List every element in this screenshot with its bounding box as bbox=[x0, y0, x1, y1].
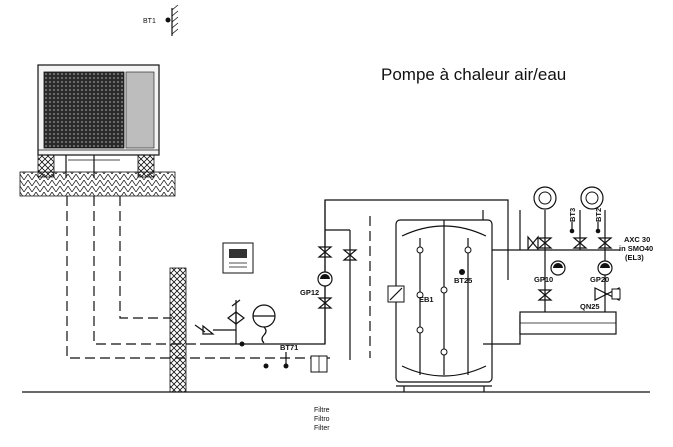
storage-tank: BT25 EB1 bbox=[387, 219, 493, 392]
axc-module-label: AXC 30 in SMO40 (EL3) bbox=[619, 235, 653, 262]
pump-gp12: GP12 bbox=[300, 246, 333, 309]
bt3-label: BT3 bbox=[568, 208, 577, 222]
loop1-valve-a bbox=[527, 235, 539, 251]
loop2-valve-b bbox=[597, 237, 613, 249]
filter: Filtre Filtro Filter bbox=[310, 355, 330, 432]
gp12-label: GP12 bbox=[300, 288, 319, 297]
safety-valve-group bbox=[194, 299, 245, 347]
indoor-controller-display bbox=[222, 242, 254, 274]
gp20-label: GP20 bbox=[590, 275, 609, 284]
bt71-label: BT71 bbox=[280, 343, 298, 352]
filter-label-it: Filtro bbox=[314, 416, 330, 423]
underground-cable bbox=[119, 196, 172, 319]
axc-line3: (EL3) bbox=[625, 253, 644, 262]
outdoor-sensor-bt1: BT1 bbox=[143, 4, 179, 36]
bt2-label: BT2 bbox=[594, 208, 603, 222]
filter-label-en: Filter bbox=[314, 425, 330, 432]
loop1-valve-c bbox=[537, 289, 553, 301]
underground-pipe-return bbox=[66, 196, 330, 359]
mixing-valve-qn25: QN25 bbox=[580, 287, 621, 311]
heating-coil-1 bbox=[533, 186, 557, 210]
sensor-bt3: BT3 bbox=[568, 208, 577, 234]
pump-gp20: GP20 bbox=[590, 260, 613, 284]
axc-line2: in SMO40 bbox=[619, 244, 653, 253]
heating-coil-2 bbox=[580, 186, 604, 210]
diagram-title: Pompe à chaleur air/eau bbox=[381, 65, 566, 84]
loop1-valve-b bbox=[537, 237, 553, 249]
expansion-vessel bbox=[252, 304, 276, 344]
bypass-valve bbox=[342, 249, 358, 261]
wall bbox=[169, 267, 187, 393]
bt25-label: BT25 bbox=[454, 276, 472, 285]
underground-pipe-flow bbox=[93, 196, 200, 345]
loop2-valve-a bbox=[572, 237, 588, 249]
qn25-label: QN25 bbox=[580, 302, 600, 311]
bt1-label: BT1 bbox=[143, 18, 156, 25]
sensor-bt2: BT2 bbox=[594, 208, 603, 234]
pump-gp10: GP10 bbox=[534, 260, 566, 284]
axc-line1: AXC 30 bbox=[624, 235, 650, 244]
filter-label-fr: Filtre bbox=[314, 407, 330, 414]
sensor-bt71: BT71 bbox=[263, 343, 298, 369]
ground-slab bbox=[19, 171, 176, 197]
outdoor-heat-pump-unit bbox=[37, 64, 160, 178]
gp10-label: GP10 bbox=[534, 275, 553, 284]
eb1-label: EB1 bbox=[419, 295, 434, 304]
